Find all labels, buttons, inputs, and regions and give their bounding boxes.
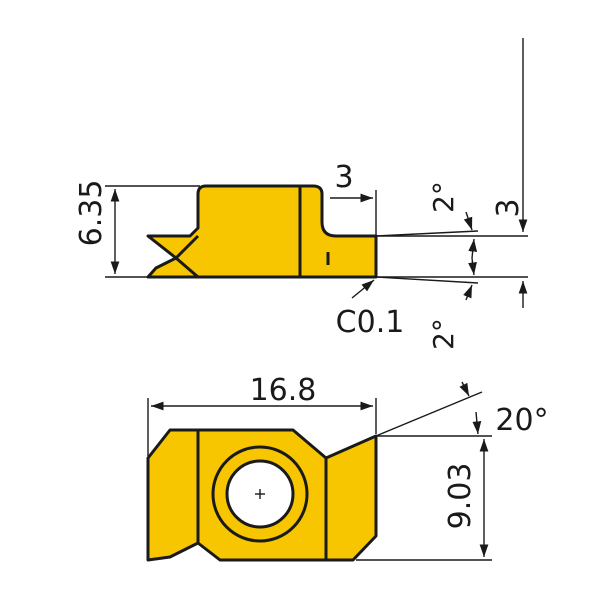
groove-width-label: 3 [334,160,353,195]
angle-label: 20° [495,403,548,438]
chamfer-label: C0.1 [336,305,405,340]
relief-angle-top-label: 2° [427,181,460,213]
width-label: 9.03 [443,463,478,530]
height-label: 6.35 [74,180,109,247]
top-view: 16.8 20° 9.03 [146,373,549,562]
depth-label: 3 [491,198,526,217]
relief-angle-bottom-label: 2° [427,318,460,350]
side-insert-body [146,184,378,279]
chamfer-leader [351,279,375,299]
top-insert-right-wing [324,434,378,562]
side-notch-detail [174,234,200,260]
side-view: 6.35 3 2° 2° 3 C0.1 [74,38,528,350]
side-notch-detail-2 [175,256,199,279]
length-label: 16.8 [250,373,317,408]
